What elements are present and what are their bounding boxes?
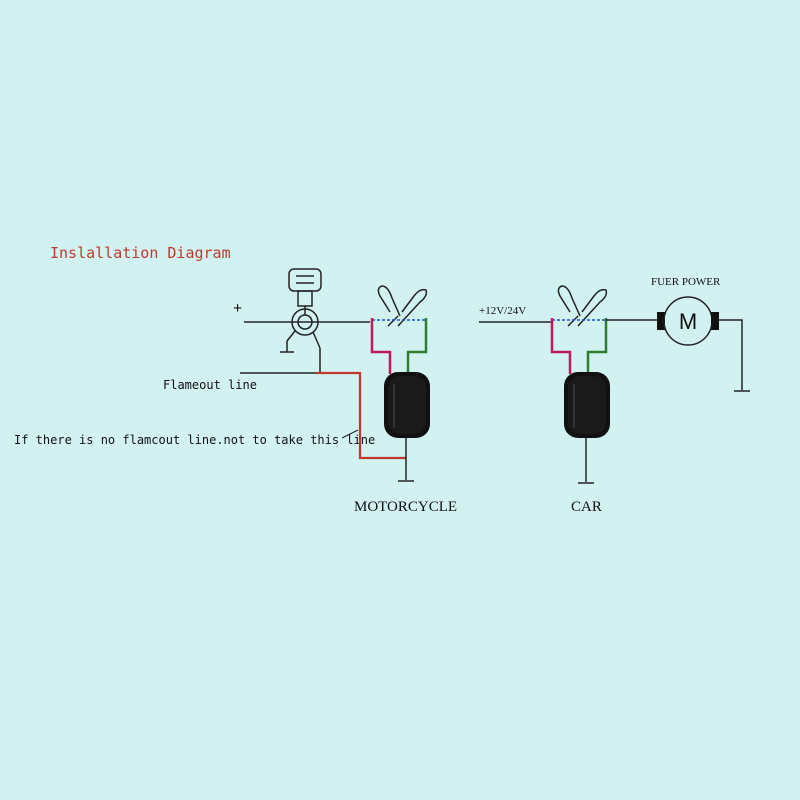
antenna-icon xyxy=(557,285,608,327)
no-flameout-note: If there is no flamcout line.not to take… xyxy=(14,433,376,447)
motorcycle-circuit xyxy=(240,268,430,482)
relay-coil-icon xyxy=(564,372,610,438)
relay-green-wire xyxy=(586,318,608,374)
fuel-power-label: FUER POWER xyxy=(651,276,721,288)
motorcycle-label: MOTORCYCLE xyxy=(354,499,458,515)
optional-flameout-wire xyxy=(316,371,406,460)
relay-green-wire xyxy=(406,318,428,374)
relay-coil-icon xyxy=(384,372,430,438)
relay-magenta-wire xyxy=(550,318,572,374)
car-circuit: M xyxy=(479,285,750,484)
flameout-line-label: Flameout line xyxy=(163,378,257,392)
positive-terminal-label: + xyxy=(233,300,243,317)
car-label: CAR xyxy=(571,499,602,515)
antenna-icon xyxy=(377,285,428,327)
note-pointer xyxy=(341,429,359,439)
diagram-title: Inslallation Diagram xyxy=(50,244,231,262)
relay-magenta-wire xyxy=(370,318,392,374)
ignition-key-icon xyxy=(280,268,322,372)
motor-icon: M xyxy=(657,296,719,346)
motor-symbol: M xyxy=(679,309,697,334)
voltage-label: +12V/24V xyxy=(479,305,527,317)
motor-ground-wire xyxy=(719,319,743,390)
